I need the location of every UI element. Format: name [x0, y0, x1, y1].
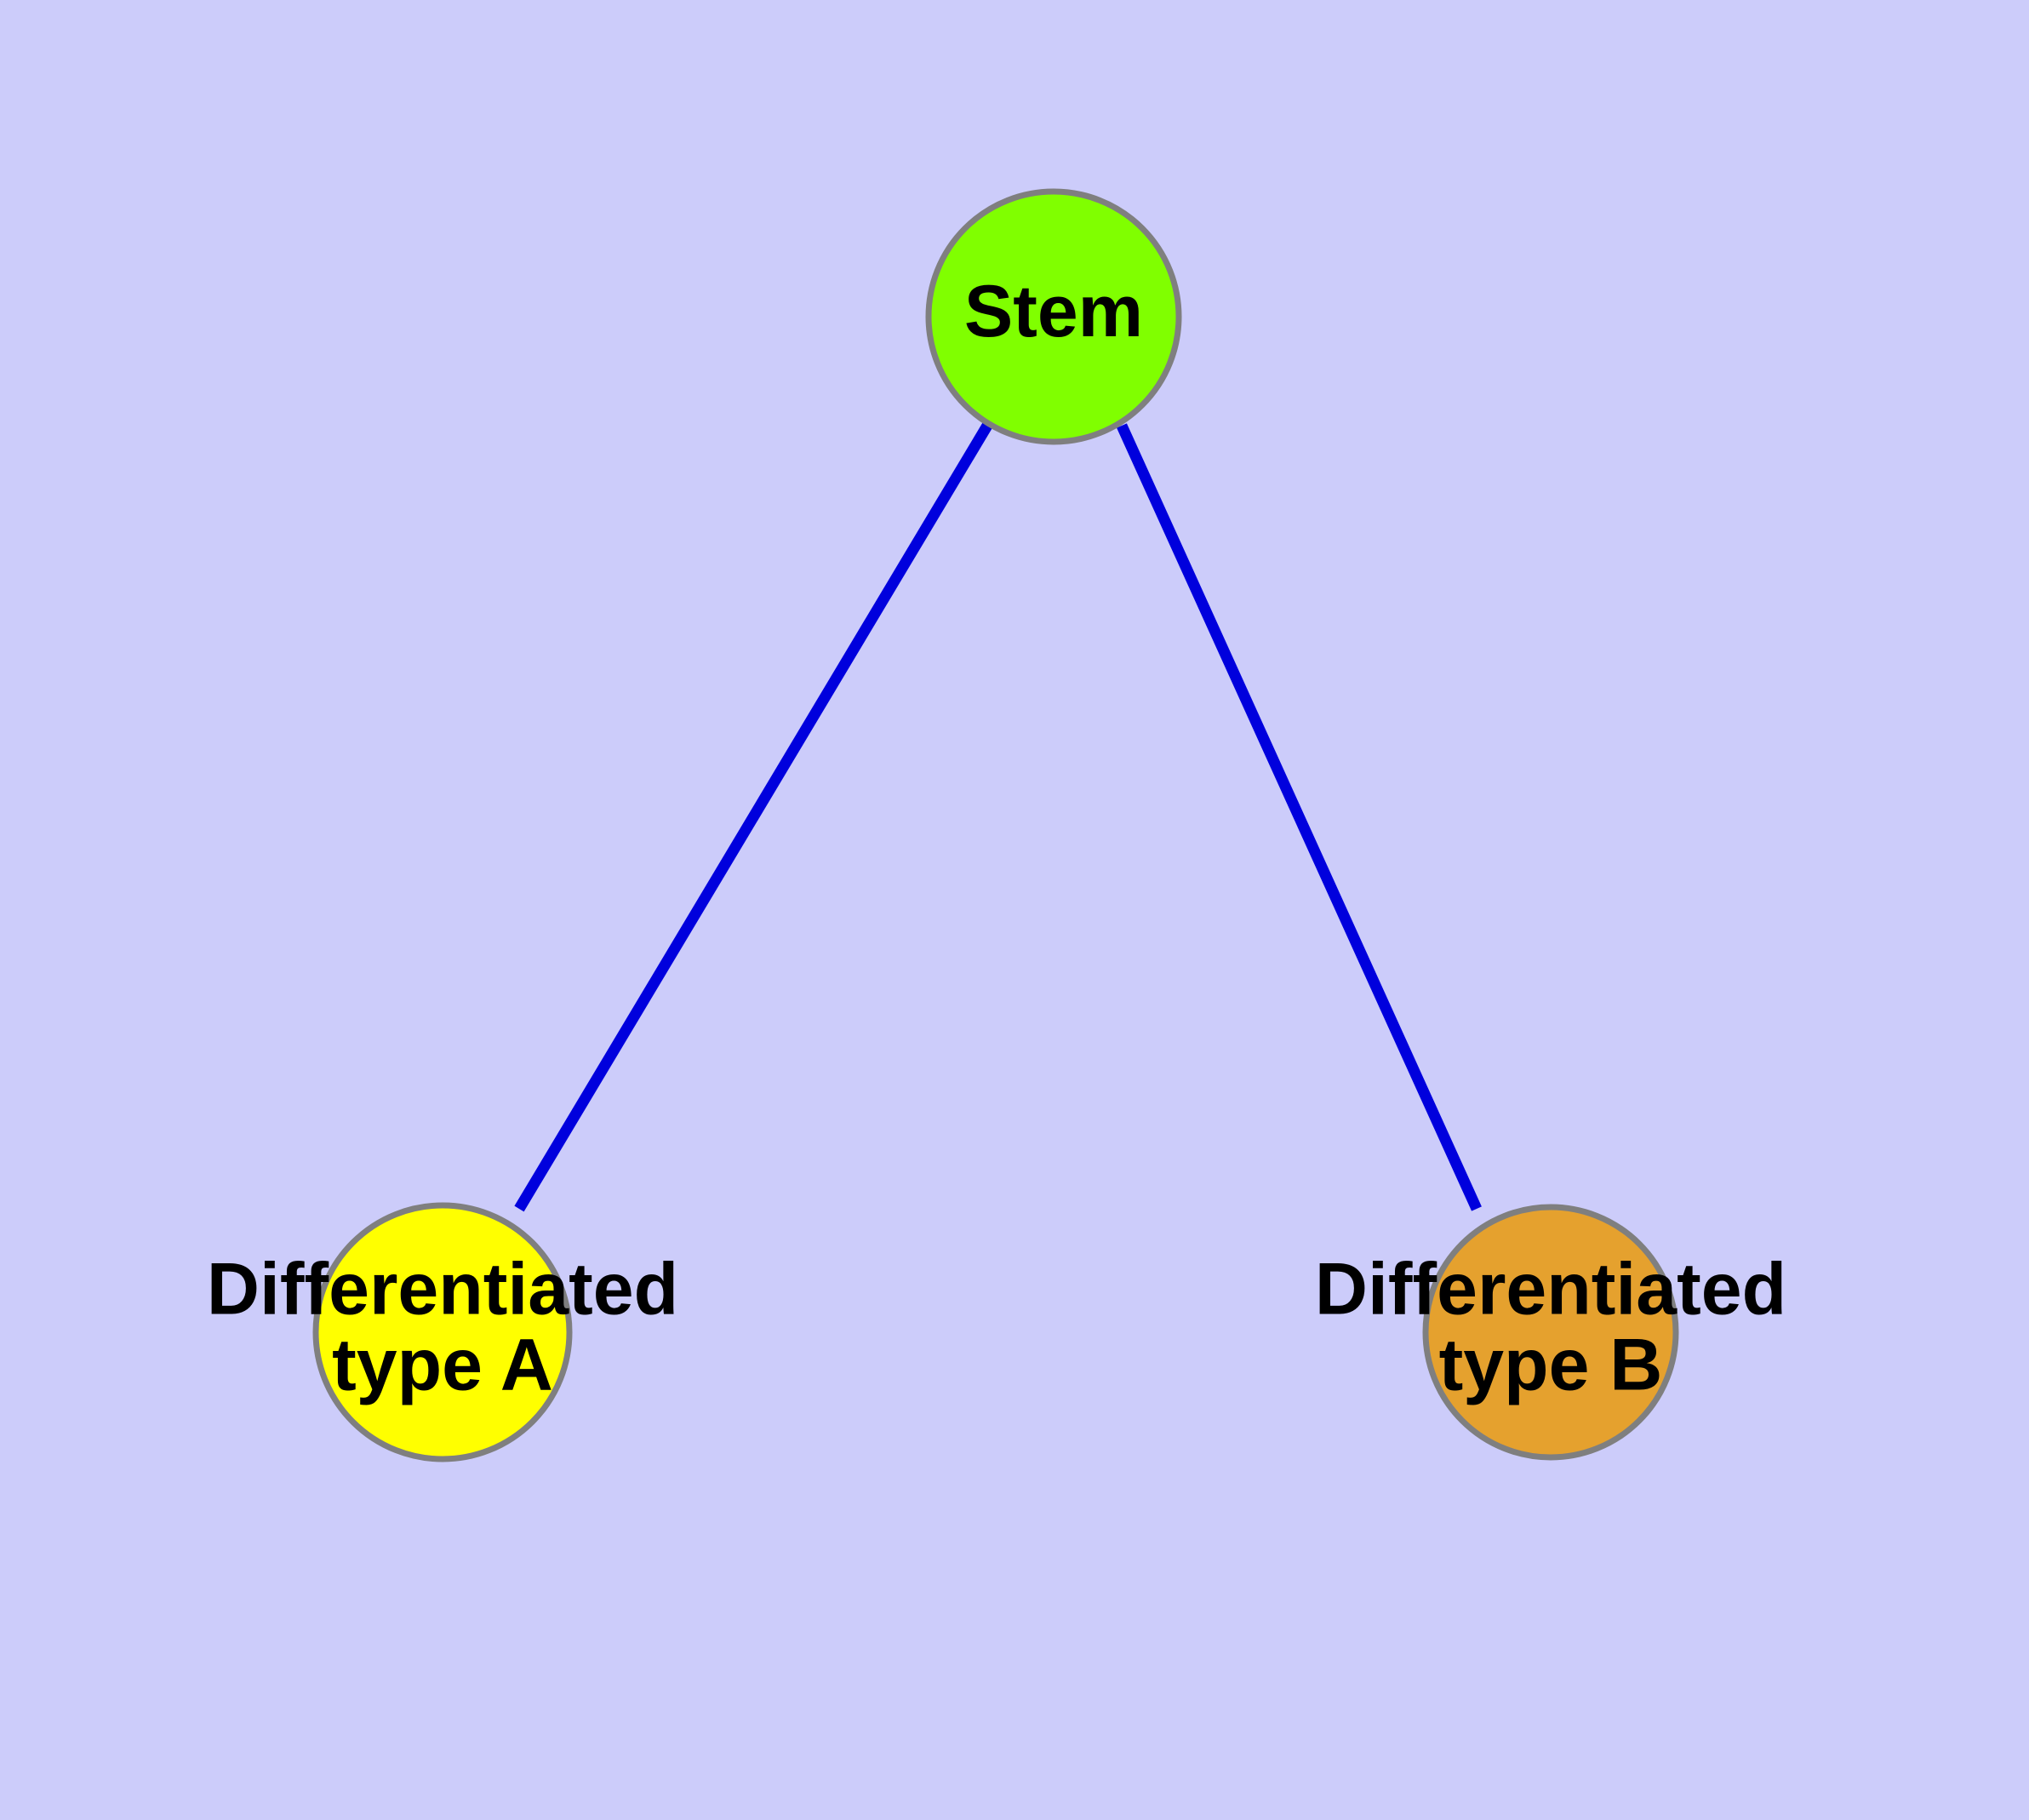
node-label-line: Differentiated	[207, 1248, 678, 1330]
node-label-line: Differentiated	[1315, 1248, 1786, 1330]
edges-layer	[514, 422, 1482, 1212]
edge-stem-diff_b[interactable]	[1117, 423, 1482, 1211]
node-label-line: Stem	[964, 271, 1143, 352]
node-diff_a[interactable]	[312, 1202, 573, 1462]
node-diff_b[interactable]	[1422, 1204, 1679, 1461]
node-label-line: type A	[332, 1324, 553, 1405]
nodes-layer	[312, 188, 1679, 1462]
node-stem[interactable]	[925, 188, 1182, 445]
node-label-line: type B	[1439, 1324, 1663, 1405]
node-label-stem: Stem	[964, 271, 1143, 352]
edge-stem-diff_a[interactable]	[514, 422, 992, 1212]
